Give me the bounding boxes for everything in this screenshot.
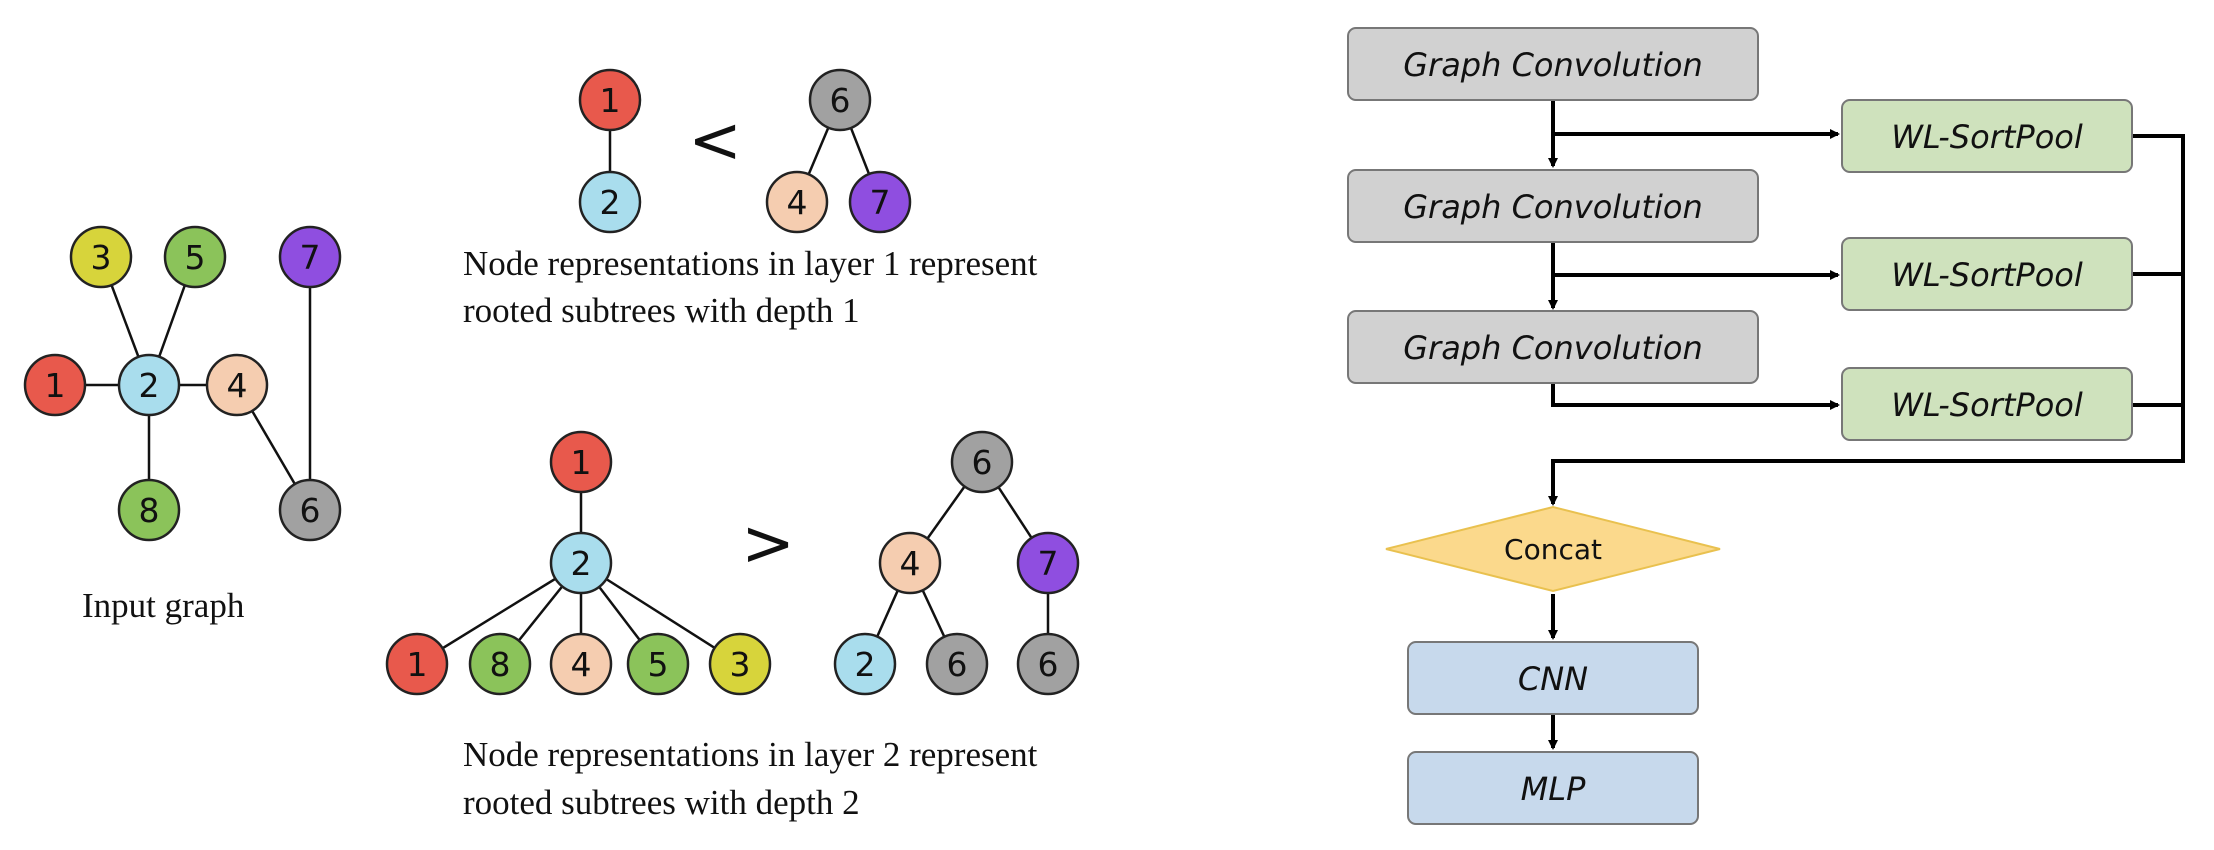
svg-text:5: 5	[648, 645, 669, 684]
l1-caption-line2: rooted subtrees with depth 1	[463, 291, 860, 330]
svg-text:1: 1	[571, 443, 592, 482]
graph-node-8: 8	[117, 478, 181, 542]
l2-right-leaf-node-1: 2	[833, 632, 897, 696]
svg-text:7: 7	[300, 238, 321, 277]
svg-text:Concat: Concat	[1504, 533, 1602, 566]
svg-text:6: 6	[1038, 645, 1059, 684]
svg-text:2: 2	[600, 183, 621, 222]
svg-text:4: 4	[900, 544, 921, 583]
layer2-trees: 1 2 1 8 4 5 3 > 6	[385, 430, 1080, 822]
l2-left-leaf-node-3: 4	[549, 632, 613, 696]
svg-text:Graph Convolution: Graph Convolution	[1403, 188, 1703, 226]
svg-text:MLP: MLP	[1521, 770, 1586, 808]
input-graph: 3 5 7 1 2 4 8 6 Input graph	[23, 225, 342, 625]
l2-left-middle-node: 2	[549, 531, 613, 595]
graph-convolution-box-2: Graph Convolution	[1347, 169, 1759, 243]
graph-node-2: 2	[117, 353, 181, 417]
l2-right-middle-node-b: 7	[1016, 531, 1080, 595]
svg-text:6: 6	[972, 443, 993, 482]
svg-text:Graph Convolution: Graph Convolution	[1403, 46, 1703, 84]
svg-text:7: 7	[1038, 544, 1059, 583]
svg-text:3: 3	[730, 645, 751, 684]
graph-node-4: 4	[205, 353, 269, 417]
svg-text:WL-SortPool: WL-SortPool	[1891, 256, 2083, 294]
wl-sortpool-box-2: WL-SortPool	[1841, 237, 2133, 311]
svg-text:4: 4	[227, 366, 248, 405]
svg-text:2: 2	[139, 366, 160, 405]
svg-text:CNN: CNN	[1518, 660, 1588, 698]
svg-text:8: 8	[139, 491, 160, 530]
l2-right-leaf-node-2: 6	[925, 632, 989, 696]
cnn-box: CNN	[1407, 641, 1699, 715]
layer1-trees: 1 2 < 6 4 7 Node representations in laye…	[463, 68, 1038, 330]
l1-right-root-node: 6	[808, 68, 872, 132]
l1-comparison-symbol: <	[688, 104, 742, 178]
l2-comparison-symbol: >	[741, 507, 795, 581]
svg-text:WL-SortPool: WL-SortPool	[1891, 386, 2083, 424]
l2-right-leaf-node-3: 6	[1016, 632, 1080, 696]
graph-node-6: 6	[278, 478, 342, 542]
svg-text:6: 6	[830, 81, 851, 120]
svg-text:4: 4	[787, 183, 808, 222]
svg-text:5: 5	[185, 238, 206, 277]
l2-caption-line2: rooted subtrees with depth 2	[463, 783, 860, 822]
wl-sortpool-box-1: WL-SortPool	[1841, 99, 2133, 173]
svg-text:6: 6	[947, 645, 968, 684]
arrow-pools-concat	[1548, 134, 2185, 506]
svg-text:3: 3	[91, 238, 112, 277]
svg-text:6: 6	[300, 491, 321, 530]
l1-left-root-node: 1	[578, 68, 642, 132]
graph-node-7: 7	[278, 225, 342, 289]
input-graph-caption: Input graph	[82, 586, 245, 625]
l2-edge-2-1	[416, 561, 582, 666]
l2-left-root-node: 1	[549, 430, 613, 494]
l2-edge-2-3	[580, 561, 741, 666]
l1-left-child-node: 2	[578, 170, 642, 234]
l2-left-leaf-node-4: 5	[626, 632, 690, 696]
graph-convolution-box-1: Graph Convolution	[1347, 27, 1759, 101]
l1-right-child-node-b: 7	[848, 170, 912, 234]
svg-text:7: 7	[870, 183, 891, 222]
svg-text:2: 2	[571, 544, 592, 583]
concat-diamond: Concat	[1385, 505, 1721, 593]
svg-text:1: 1	[45, 366, 66, 405]
svg-text:WL-SortPool: WL-SortPool	[1891, 118, 2083, 156]
l2-left-leaf-node-5: 3	[708, 632, 772, 696]
svg-text:8: 8	[490, 645, 511, 684]
mlp-box: MLP	[1407, 751, 1699, 825]
l2-right-middle-node-a: 4	[878, 531, 942, 595]
arrow-gc3-pool3	[1551, 384, 1840, 410]
l1-right-child-node-a: 4	[765, 170, 829, 234]
graph-node-3: 3	[69, 225, 133, 289]
graph-node-1: 1	[23, 353, 87, 417]
svg-text:1: 1	[600, 81, 621, 120]
graph-convolution-box-3: Graph Convolution	[1347, 310, 1759, 384]
svg-text:Graph Convolution: Graph Convolution	[1403, 329, 1703, 367]
svg-text:1: 1	[407, 645, 428, 684]
wl-sortpool-box-3: WL-SortPool	[1841, 367, 2133, 441]
l1-caption-line1: Node representations in layer 1 represen…	[463, 244, 1038, 283]
l2-right-root-node: 6	[950, 430, 1014, 494]
svg-text:4: 4	[571, 645, 592, 684]
l2-left-leaf-node-1: 1	[385, 632, 449, 696]
pipeline-flowchart: Graph Convolution Graph Convolution Grap…	[1347, 27, 2185, 825]
svg-text:2: 2	[855, 645, 876, 684]
graph-node-5: 5	[163, 225, 227, 289]
l2-left-leaf-node-2: 8	[468, 632, 532, 696]
l2-caption-line1: Node representations in layer 2 represen…	[463, 735, 1038, 774]
